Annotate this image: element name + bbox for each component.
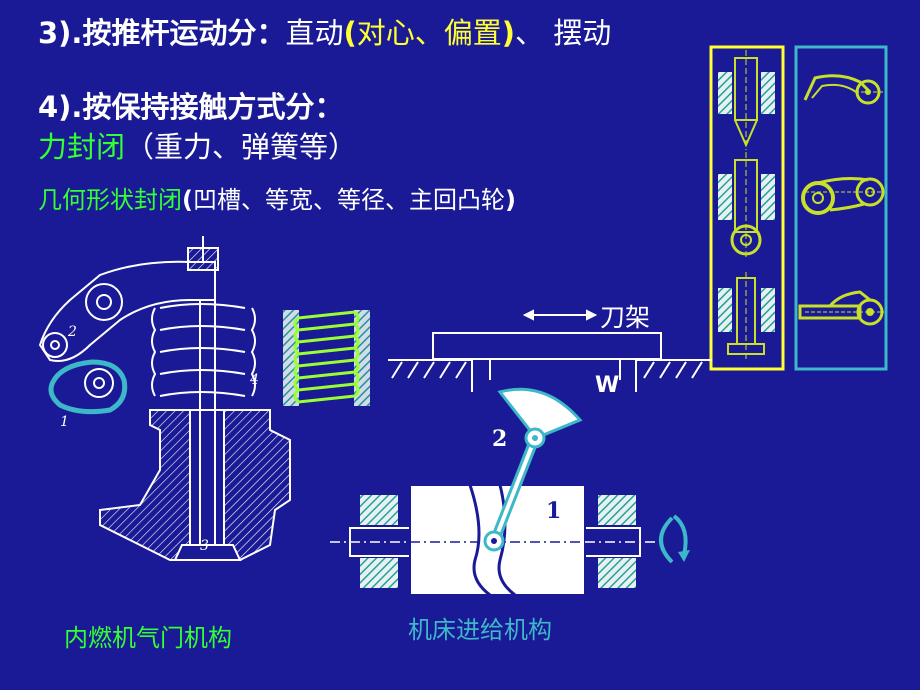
geometric-paren-open: ( — [182, 186, 193, 214]
tool-holder-label: 刀架 — [600, 303, 651, 332]
heading-prefix: 3).按推杆运动分： — [38, 16, 286, 50]
heading-contact-method: 4).按保持接触方式分： — [38, 90, 344, 124]
geometric-closure-line: 几何形状封闭(凹槽、等宽、等径、主回凸轮) — [38, 180, 516, 215]
valve-marker-2: 2 — [67, 324, 77, 340]
force-closure-detail: （重力、弹簧等） — [125, 130, 358, 164]
roller-follower — [718, 152, 775, 258]
paren-close: ) — [501, 16, 516, 50]
flat-face-follower — [718, 272, 775, 360]
machine-feed-caption: 机床进给机构 — [408, 616, 552, 644]
geometric-closure-detail: 凹槽、等宽、等径、主回凸轮 — [192, 186, 505, 214]
drum-label-1: 1 — [546, 498, 561, 524]
tool-holder-assembly — [388, 309, 712, 392]
swing-roller-follower — [801, 177, 885, 215]
swing-knife-follower — [803, 74, 884, 105]
engine-valve-mechanism — [38, 236, 291, 561]
heading-follower-motion: 3).按推杆运动分：直动(对心、偏置)、 摆动 — [38, 10, 611, 52]
link-label-2: 2 — [492, 426, 507, 452]
spring-illustration — [283, 310, 370, 406]
swing-label: 摆动 — [553, 16, 612, 50]
swing-follower-panel — [794, 45, 888, 371]
valve-marker-1: 1 — [60, 414, 69, 430]
force-closure-line: 力封闭（重力、弹簧等） — [38, 124, 357, 166]
knife-edge-follower — [718, 50, 775, 150]
valve-marker-3: 3 — [200, 538, 209, 554]
geometric-paren-close: ) — [504, 186, 516, 214]
separator: 、 — [414, 16, 444, 50]
separator-2: 、 — [515, 16, 554, 50]
direct-label: 直动 — [285, 16, 344, 50]
paren-open: ( — [343, 16, 357, 50]
spring-marker-w: W — [595, 373, 619, 398]
centered-label: 对心 — [356, 16, 415, 50]
force-closure-label: 力封闭 — [38, 130, 126, 164]
valve-marker-4: 4 — [249, 372, 259, 388]
engine-valve-caption: 内燃机气门机构 — [64, 624, 232, 652]
drum-cam-mechanism — [330, 387, 690, 597]
pivot-label-o: o — [536, 402, 551, 428]
follower-types-panel — [709, 45, 785, 371]
swing-flat-follower — [798, 290, 884, 326]
geometric-closure-label: 几何形状封闭 — [38, 186, 182, 214]
offset-label: 偏置 — [443, 16, 502, 50]
